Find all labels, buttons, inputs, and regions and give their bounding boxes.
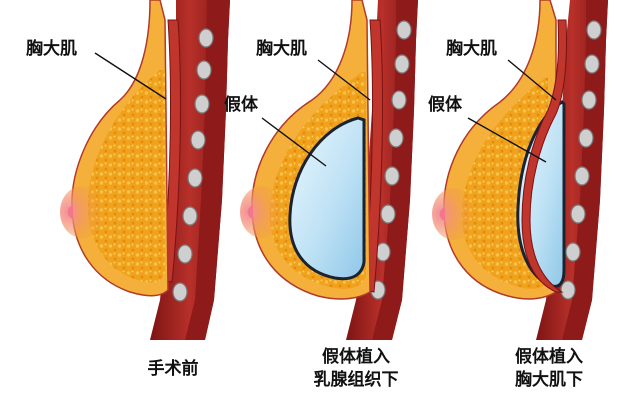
nipple-areola [240, 186, 284, 238]
caption-before-surgery: 手术前 [128, 358, 218, 381]
caption-line: 胸大肌下 [515, 370, 583, 390]
nipple [439, 207, 445, 221]
caption-line: 乳腺组织下 [313, 370, 399, 390]
pectoral-muscle-layer [363, 19, 383, 293]
nipple-areola [60, 186, 104, 238]
label-implant: 假体 [428, 94, 463, 115]
caption-subglandular: 假体植入 乳腺组织下 [296, 346, 416, 392]
label-pectoral-muscle: 胸大肌 [256, 38, 307, 59]
pointer-line-icon [507, 59, 557, 101]
caption-submuscular: 假体植入 胸大肌下 [494, 346, 604, 392]
panel-before-surgery: 胸大肌 [26, 0, 230, 340]
rib-column [560, 20, 602, 300]
pointer-line-icon [467, 117, 547, 163]
pointer-line-icon [261, 117, 327, 167]
chest-wall-right [185, 0, 230, 340]
nipple [67, 205, 73, 219]
caption-line: 假体植入 [515, 347, 583, 367]
label-pectoral-muscle: 胸大肌 [446, 38, 497, 59]
breast-implant [288, 116, 366, 281]
label-implant: 假体 [224, 94, 259, 115]
pointer-line-icon [94, 52, 167, 100]
rib-column [172, 28, 214, 302]
caption-line: 手术前 [147, 359, 199, 379]
breast-gland-tissue [87, 70, 165, 283]
nipple [247, 205, 253, 219]
label-pectoral-muscle: 胸大肌 [26, 38, 77, 59]
pectoral-muscle-layer [521, 19, 567, 293]
nipple-areola [432, 188, 476, 240]
pointer-line-icon [317, 59, 371, 101]
panel-subglandular: 胸大肌 假体 [224, 0, 418, 340]
caption-line: 假体植入 [322, 347, 390, 367]
pectoral-muscle-layer [161, 19, 181, 283]
panel-submuscular: 胸大肌 假体 [428, 0, 608, 340]
